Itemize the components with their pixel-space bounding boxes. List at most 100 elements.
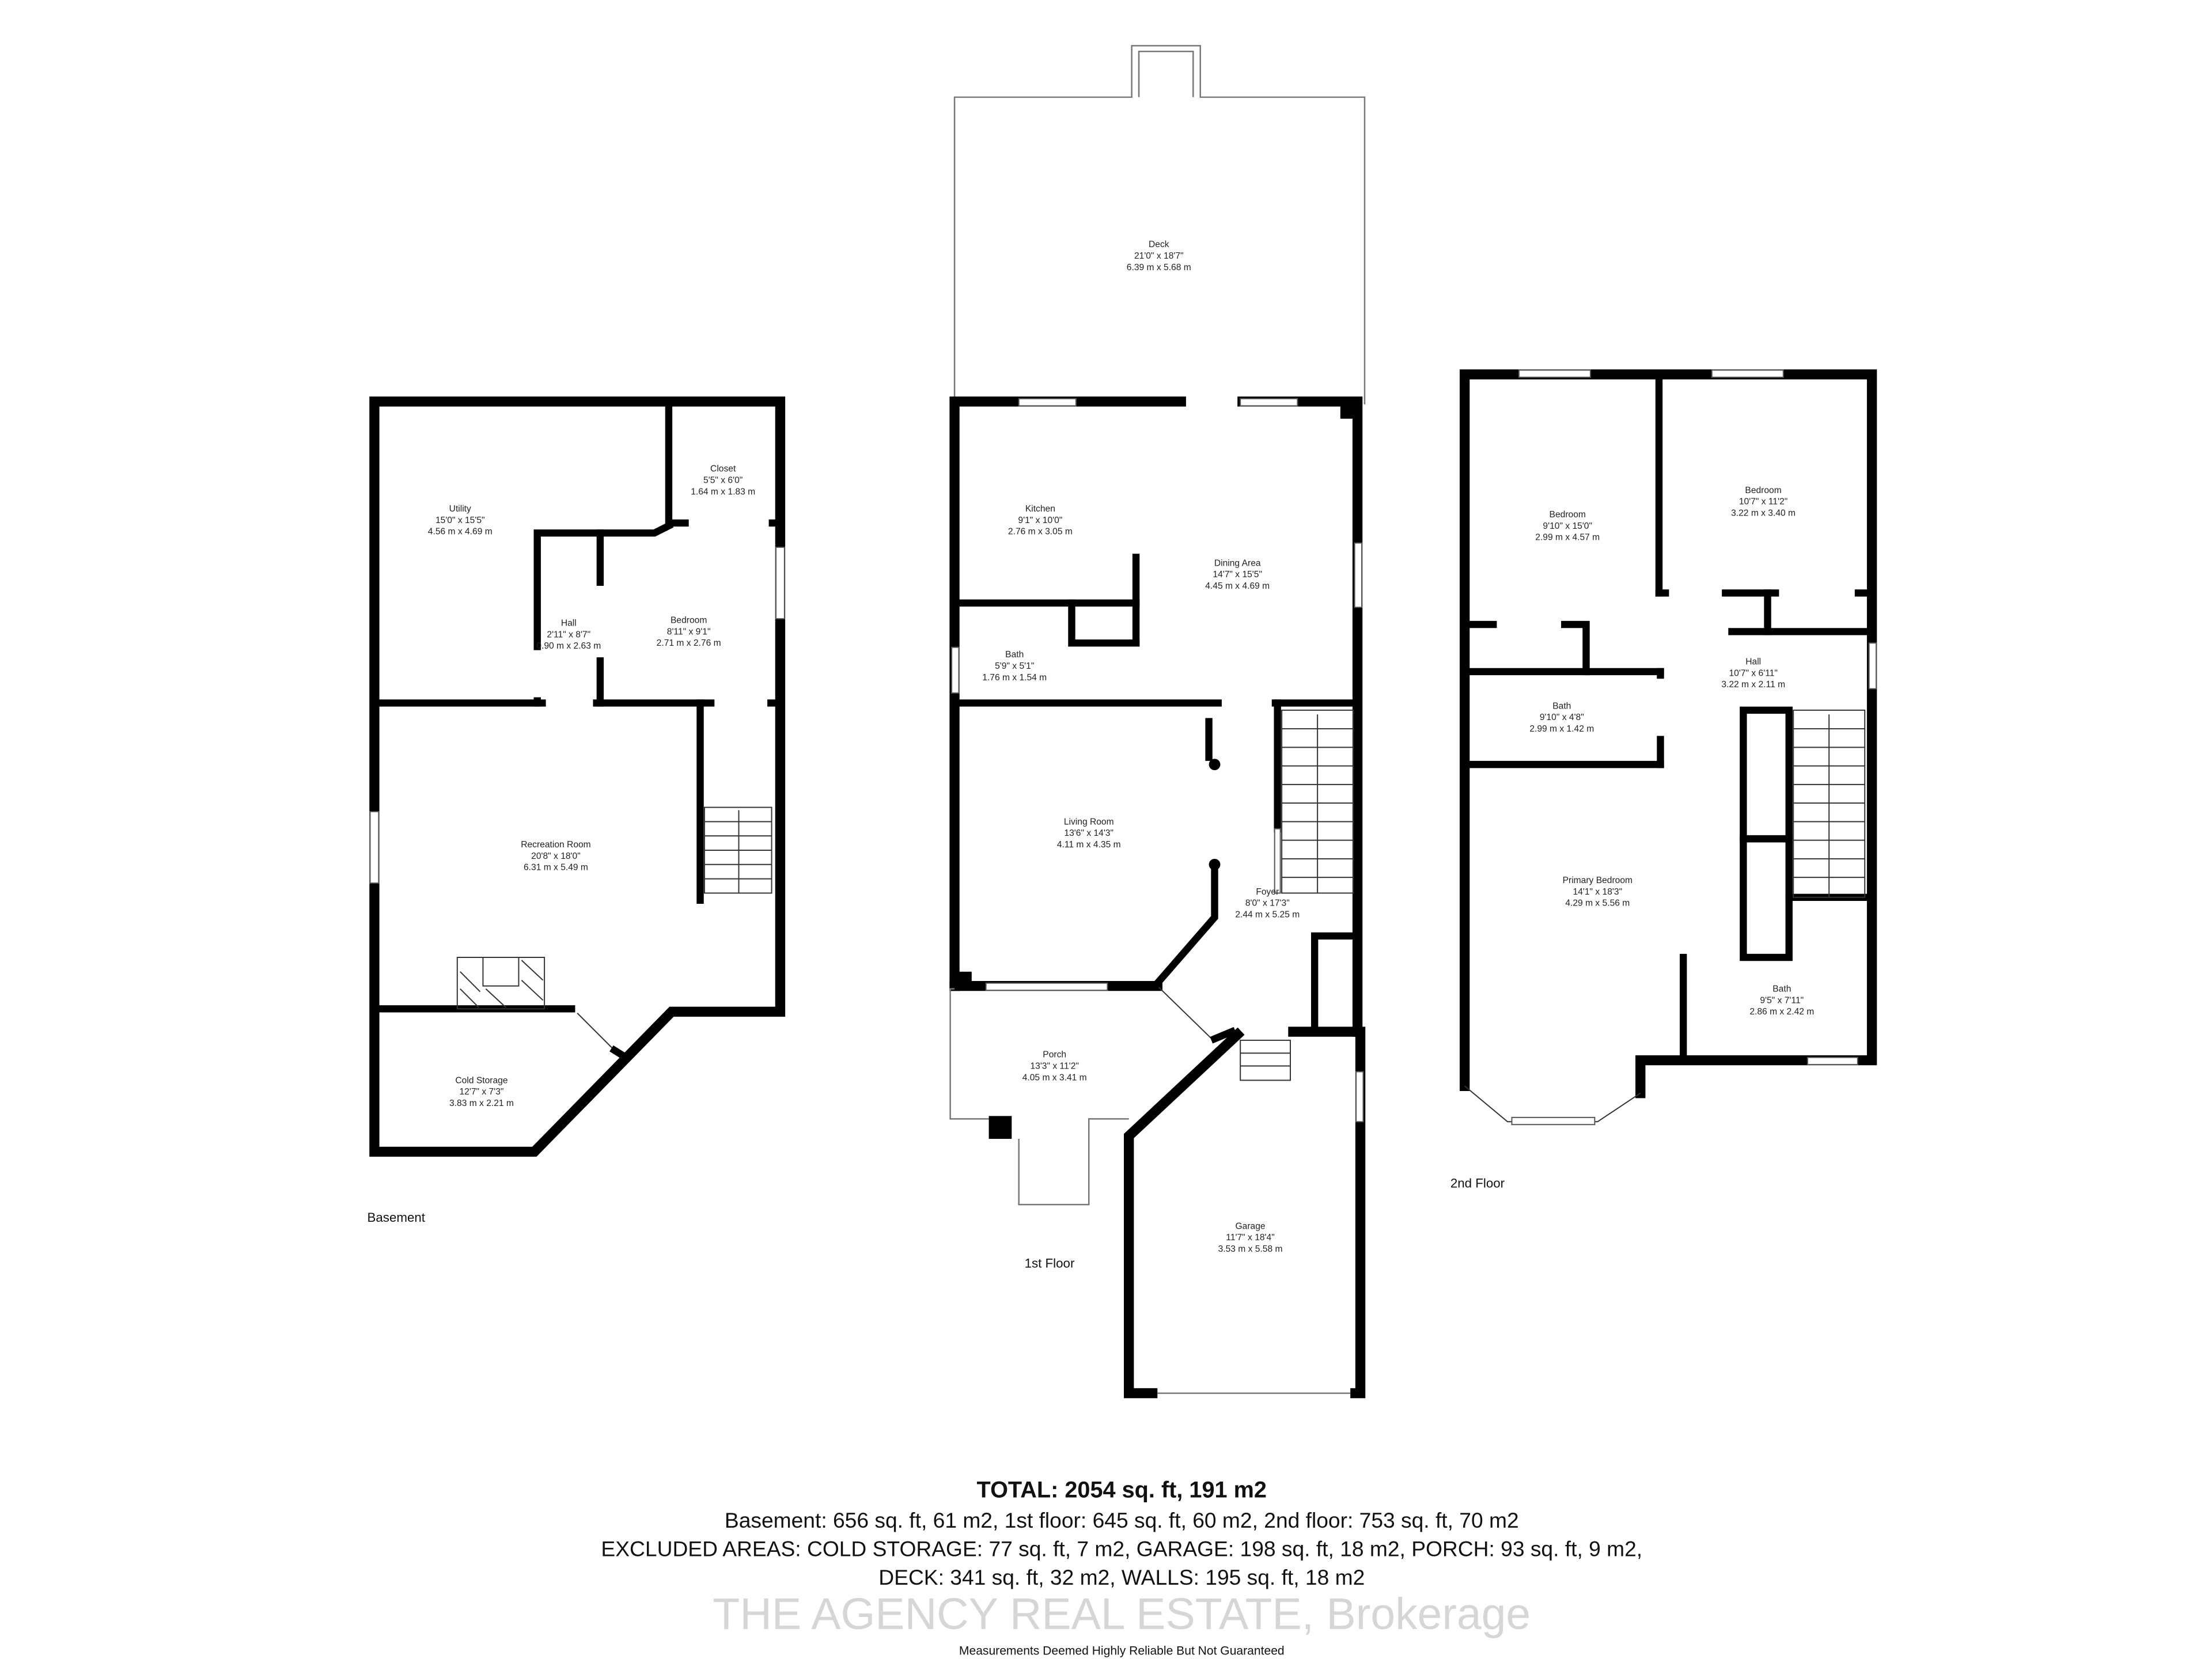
window	[1240, 398, 1298, 407]
room-label: Dining Area 14'7" x 15'5" 4.45 m x 4.69 m	[1205, 558, 1270, 591]
room-metric: 2.44 m x 5.25 m	[1235, 910, 1300, 920]
room-metric: 3.83 m x 2.21 m	[449, 1099, 514, 1108]
room-name: Utility	[449, 504, 471, 514]
room-imperial: 14'7" x 15'5"	[1213, 570, 1262, 579]
deck-outline	[953, 45, 1366, 405]
staircase	[703, 806, 772, 894]
room-imperial: 20'8" x 18'0"	[531, 851, 581, 861]
room-label: Foyer 8'0" x 17'3" 2.44 m x 5.25 m	[1235, 887, 1300, 920]
room-metric: 4.29 m x 5.56 m	[1565, 899, 1630, 908]
window	[369, 811, 380, 884]
room-name: Living Room	[1064, 817, 1114, 827]
window	[951, 646, 960, 694]
room-imperial: 5'5" x 6'0"	[703, 475, 743, 485]
window	[775, 547, 785, 620]
room-metric: 1.76 m x 1.54 m	[982, 673, 1047, 683]
room-label: Utility 15'0" x 15'5" 4.56 m x 4.69 m	[428, 504, 493, 537]
room-imperial: 11'7" x 18'4"	[1226, 1233, 1274, 1243]
room-name: Garage	[1236, 1221, 1266, 1231]
room-label: Kitchen 9'1" x 10'0" 2.76 m x 3.05 m	[1008, 504, 1073, 537]
room-metric: 2.99 m x 1.42 m	[1529, 724, 1594, 734]
room-metric: 3.22 m x 3.40 m	[1731, 509, 1796, 518]
room-metric: 2.76 m x 3.05 m	[1008, 527, 1073, 537]
room-name: Bedroom	[1550, 510, 1586, 520]
room-name: Closet	[710, 464, 736, 474]
room-metric: 6.39 m x 5.68 m	[1127, 263, 1191, 272]
room-name: Bedroom	[671, 616, 707, 626]
room-labels: Utility 15'0" x 15'5" 4.56 m x 4.69 m Close…	[428, 240, 1814, 1254]
room-name: Dining Area	[1214, 558, 1261, 568]
room-name: Primary Bedroom	[1563, 876, 1633, 885]
staircase	[1240, 709, 1354, 1081]
room-name: Hall	[1745, 657, 1761, 666]
room-imperial: 9'1" x 10'0"	[1018, 516, 1062, 525]
room-label: Bedroom 10'7" x 11'2" 3.22 m x 3.40 m	[1731, 486, 1796, 518]
room-imperial: 13'3" x 11'2"	[1030, 1062, 1078, 1071]
room-metric: 3.22 m x 2.11 m	[1721, 680, 1785, 690]
basement-plan	[369, 396, 786, 1157]
window	[1518, 369, 1591, 378]
room-imperial: 9'5" x 7'11"	[1760, 995, 1804, 1005]
room-metric: 3.53 m x 5.58 m	[1218, 1244, 1283, 1254]
room-imperial: 21'0" x 18'7"	[1134, 251, 1184, 261]
room-imperial: 14'1" x 18'3"	[1573, 887, 1623, 897]
room-metric: 4.05 m x 3.41 m	[1022, 1073, 1087, 1082]
room-name: Foyer	[1256, 887, 1279, 897]
room-name: Bath	[1772, 984, 1791, 994]
window	[1354, 542, 1363, 608]
room-metric: 2.86 m x 2.42 m	[1749, 1007, 1814, 1017]
window	[1018, 398, 1077, 407]
room-imperial: 12'7" x 7'3"	[460, 1087, 504, 1097]
room-metric: 0.90 m x 2.63 m	[536, 641, 601, 651]
excluded-areas-line-2: DECK: 341 sq. ft, 32 m2, WALLS: 195 sq. …	[878, 1565, 1365, 1589]
room-imperial: 13'6" x 14'3"	[1064, 828, 1113, 838]
room-name: Bath	[1005, 650, 1024, 660]
porch-outline	[949, 988, 989, 1120]
room-label: Cold Storage 12'7" x 7'3" 3.83 m x 2.21 m	[449, 1075, 514, 1108]
room-metric: 1.64 m x 1.83 m	[691, 487, 755, 497]
room-name: Deck	[1149, 240, 1169, 249]
room-imperial: 10'7" x 11'2"	[1739, 497, 1787, 507]
window	[1711, 369, 1784, 378]
room-imperial: 10'7" x 6'11"	[1729, 668, 1777, 678]
staircase	[1793, 709, 1866, 898]
floor-label-basement: Basement	[368, 1210, 426, 1225]
room-metric: 4.56 m x 4.69 m	[428, 527, 493, 537]
second-floor-plan	[1459, 369, 1877, 1126]
room-imperial: 9'10" x 4'8"	[1540, 713, 1584, 722]
room-metric: 2.99 m x 4.57 m	[1535, 533, 1600, 543]
room-name: Bath	[1552, 701, 1571, 711]
total-area: TOTAL: 2054 sq. ft, 191 m2	[977, 1478, 1267, 1503]
room-name: Kitchen	[1025, 504, 1055, 514]
room-metric: 6.31 m x 5.49 m	[524, 863, 588, 873]
floor-label-1st-floor: 1st Floor	[1025, 1256, 1075, 1270]
room-imperial: 2'11" x 8'7"	[547, 630, 590, 639]
room-imperial: 15'0" x 15'5"	[435, 516, 485, 525]
room-label: Primary Bedroom 14'1" x 18'3" 4.29 m x 5.5…	[1563, 876, 1633, 908]
brokerage-watermark: THE AGENCY REAL ESTATE, Brokerage	[713, 1589, 1531, 1639]
disclaimer: Measurements Deemed Highly Reliable But …	[959, 1645, 1285, 1658]
room-metric: 2.71 m x 2.76 m	[657, 638, 721, 648]
room-name: Cold Storage	[455, 1075, 507, 1085]
room-name: Porch	[1043, 1050, 1066, 1060]
window	[1355, 1071, 1364, 1123]
room-label: Porch 13'3" x 11'2" 4.05 m x 3.41 m	[1022, 1050, 1087, 1083]
room-name: Bedroom	[1745, 486, 1781, 495]
room-imperial: 5'9" x 5'1"	[995, 661, 1034, 671]
room-name: Recreation Room	[521, 840, 590, 850]
window	[985, 982, 1108, 991]
excluded-areas-line-1: EXCLUDED AREAS: COLD STORAGE: 77 sq. ft,…	[601, 1536, 1642, 1560]
room-imperial: 8'0" x 17'3"	[1245, 899, 1290, 908]
room-metric: 4.45 m x 4.69 m	[1205, 581, 1270, 591]
room-metric: 4.11 m x 4.35 m	[1057, 840, 1121, 850]
room-imperial: 9'10" x 15'0"	[1543, 521, 1592, 531]
